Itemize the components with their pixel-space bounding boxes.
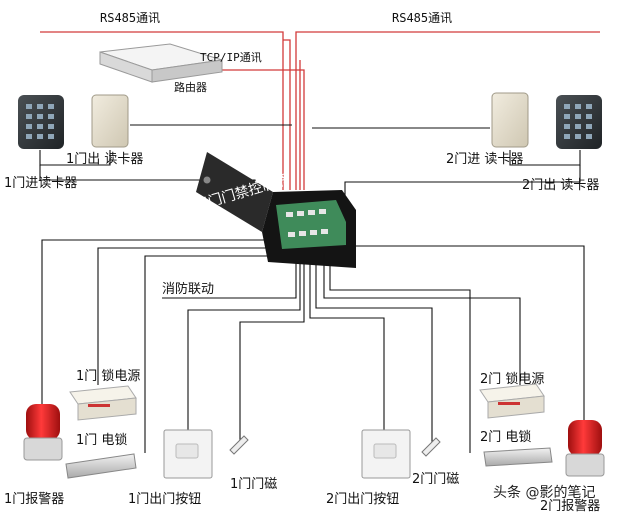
door2-lock-power-device [479,383,545,419]
door1-lock-label: 1门 电锁 [76,433,128,448]
router-label: 路由器 [174,81,207,94]
door2-alarm-device [565,420,605,477]
wire-door1-alarm [41,239,270,405]
door1-lock-power-label: 1门 锁电源 [76,369,141,384]
rs485-label-right: RS485通讯 [392,11,453,25]
door2-electric-lock-device [483,447,553,467]
door2-magnet-label: 2门门磁 [412,472,460,487]
rs485-left-line [40,31,284,190]
fire-link-label: 消防联动 [162,282,215,297]
watermark-prefix: 头条 [493,485,521,501]
door1-in-reader-label: 1门进读卡器 [4,176,78,191]
wire-door2-magnet [315,262,433,445]
door2-in-card-reader-device [491,92,529,148]
door-controller-box [196,152,356,268]
door1-alarm-device [23,404,63,461]
door2-magnet-device [421,437,441,457]
wire-door2-exit-button [309,262,385,430]
door1-magnet-device [229,435,249,455]
rs485-label-left: RS485通讯 [100,11,161,25]
wire-door2-readers [509,150,581,166]
tcpip-label: TCP/IP通讯 [200,51,262,64]
door2-lock-power-label: 2门 锁电源 [480,372,545,387]
door1-out-reader-label: 1门出 读卡器 [66,152,144,167]
wire-door1-exit-button [187,262,301,430]
watermark-at: @ [525,485,540,501]
watermark: 头条 @影的笔记 [493,482,595,502]
wire-door1-lock [144,255,275,453]
wire-door2-to-controller [344,165,581,205]
router-device [99,43,223,83]
door1-exit-button-device [163,429,213,479]
rs485-right-line [295,31,600,190]
door2-lock-label: 2门 电锁 [480,430,532,445]
wire-door1-out-reader [39,150,111,166]
wiring-lines [39,124,585,453]
door2-out-keypad-reader-device [556,95,602,149]
wire-door2-alarm [350,245,585,420]
door2-exit-button-device [361,429,411,479]
door1-electric-lock-device [65,453,137,479]
wire-fire-link [162,262,297,299]
wire-door2-lock [329,262,471,453]
door2-in-reader-label: 2门进 读卡器 [446,152,524,167]
wire-door2-lock-power [323,262,521,385]
door1-magnet-label: 1门门磁 [230,477,278,492]
door2-exit-button-label: 2门出门按钮 [326,492,400,507]
wire-door1-magnet [239,262,305,440]
rs485-bus-lines [40,31,600,190]
door2-out-reader-label: 2门出 读卡器 [522,178,600,193]
door1-exit-button-label: 1门出门按钮 [128,492,202,507]
door1-lock-power-device [69,385,137,421]
watermark-handle: 影的笔记 [539,485,596,501]
rs485-left-line-2 [283,39,291,190]
door2-alarm-label: 2门报警器 [540,499,601,514]
door1-out-card-reader-device [91,94,129,148]
wire-door1-lock-power [97,247,272,385]
door1-alarm-label: 1门报警器 [4,492,65,507]
tcpip-line [222,69,305,190]
door1-in-keypad-reader-device [18,95,64,149]
